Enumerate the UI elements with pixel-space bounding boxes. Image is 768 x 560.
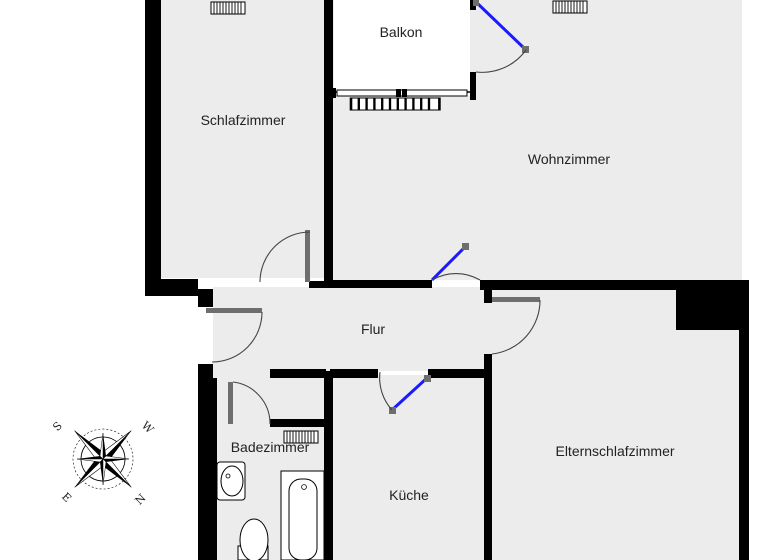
wall xyxy=(270,369,326,378)
compass-east-label: E xyxy=(59,490,74,505)
room-label-master-bedroom: Elternschlafzimmer xyxy=(555,443,674,459)
window-hinges xyxy=(389,0,529,414)
radiator-icon xyxy=(349,96,441,112)
bedroom-floor xyxy=(161,0,325,278)
room-label-bathroom: Badezimmer xyxy=(231,439,310,455)
bathtub-icon xyxy=(280,470,325,560)
wall xyxy=(145,279,198,296)
wall xyxy=(145,0,161,296)
wall xyxy=(198,364,213,560)
compass-south-label: S xyxy=(50,419,65,434)
wall xyxy=(270,419,326,427)
wall xyxy=(213,378,217,560)
wall xyxy=(309,281,330,288)
wall xyxy=(739,280,749,560)
compass-west-label: W xyxy=(139,419,157,437)
walls xyxy=(145,0,749,560)
sink-icon xyxy=(216,461,246,501)
wall xyxy=(330,280,432,288)
wall xyxy=(324,371,333,560)
wall xyxy=(330,369,378,378)
door-jambs xyxy=(206,230,540,424)
room-labels: Balkon Schlafzimmer Wohnzimmer Flur Elte… xyxy=(201,24,675,503)
wall xyxy=(198,289,213,307)
radiator-icon xyxy=(552,0,588,14)
compass-north-label: N xyxy=(133,491,149,507)
compass-rose-icon xyxy=(72,428,134,490)
room-floors xyxy=(161,0,743,560)
wall xyxy=(484,354,492,560)
door-swings xyxy=(211,49,541,425)
wall xyxy=(484,287,492,303)
room-label-bedroom: Schlafzimmer xyxy=(201,112,286,128)
radiator-icon xyxy=(210,1,246,15)
windows xyxy=(390,0,528,412)
room-label-living-room: Wohnzimmer xyxy=(528,151,611,167)
wall xyxy=(470,72,476,100)
wall xyxy=(428,369,486,378)
toilet-icon xyxy=(237,518,269,560)
room-label-kitchen: Küche xyxy=(389,487,429,503)
wall xyxy=(676,280,742,330)
wall xyxy=(480,280,742,290)
balcony-floor xyxy=(334,0,470,96)
balcony-window xyxy=(334,89,470,97)
wall xyxy=(324,0,333,287)
wall xyxy=(330,88,336,98)
master-bedroom-floor xyxy=(491,290,741,560)
room-label-hallway: Flur xyxy=(361,321,385,337)
kitchen-floor xyxy=(333,375,485,560)
room-label-balcony: Balkon xyxy=(380,24,423,40)
